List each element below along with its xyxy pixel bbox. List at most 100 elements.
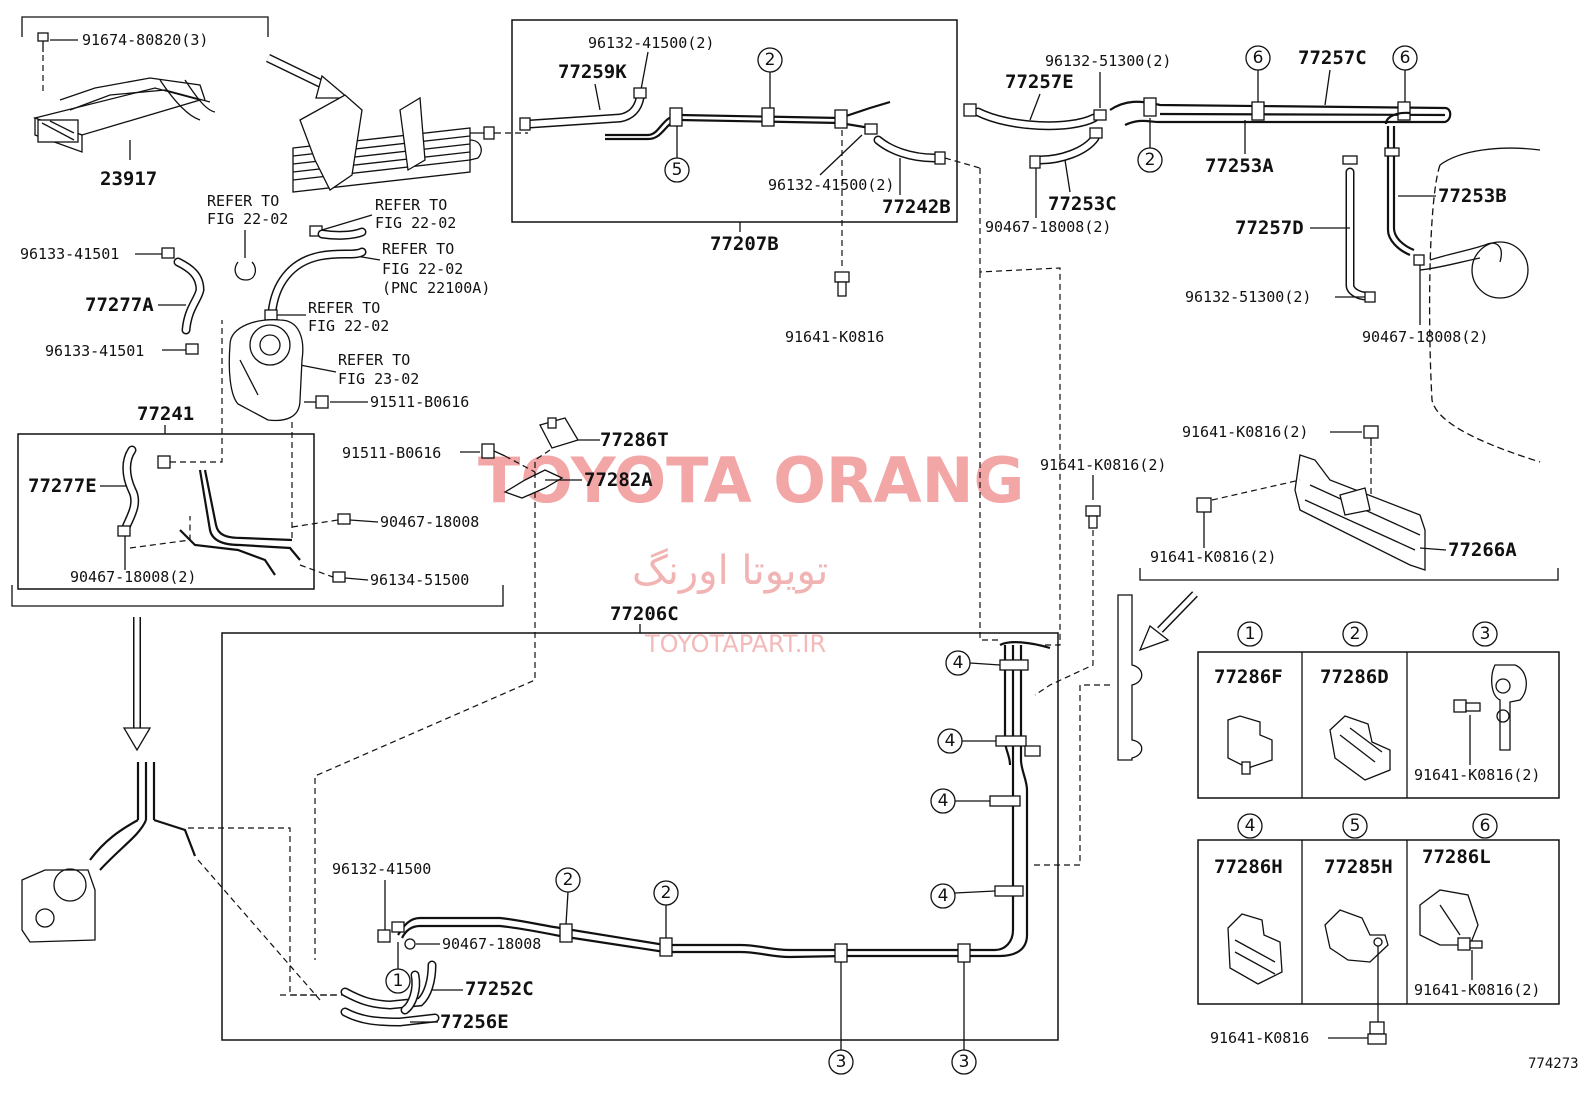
group-77257C: 96132-51300(2) 77257E 6 6 77257C 2 77253… [963, 45, 1541, 463]
group-77266A: 91641-K0816(2) 77266A 91641-K0816(2) [1139, 423, 1559, 581]
legend-circle-6 [1472, 813, 1498, 839]
svg-text:1: 1 [393, 971, 404, 991]
svg-text:2: 2 [765, 50, 776, 70]
refer-text: REFER TO [375, 196, 447, 214]
label-90467-18008-b: 90467-18008(2) [1362, 328, 1488, 346]
refer-text: FIG 22-02 [207, 210, 288, 228]
legend-bolt-6: 91641-K0816(2) [1414, 981, 1540, 999]
label-96132-51300-b: 96132-51300(2) [1185, 288, 1311, 306]
legend-circle-5 [1342, 813, 1368, 839]
label-90467-18008-e: 90467-18008 [442, 935, 541, 953]
svg-text:4: 4 [938, 791, 949, 811]
label-77277A: 77277A [85, 294, 154, 316]
label-77241: 77241 [137, 403, 194, 425]
label-91641-right-top: 91641-K0816(2) [1182, 423, 1308, 441]
bolt-icon [481, 443, 506, 459]
bolt-icon [1196, 497, 1212, 524]
svg-text:3: 3 [959, 1052, 970, 1072]
watermark-url: TOYOTAPART.IR [644, 630, 826, 658]
legend-part-77286D: 77286D [1320, 666, 1389, 688]
legend-part-77286F: 77286F [1214, 666, 1283, 688]
bracket-assembly [32, 77, 216, 153]
group-77207B: 96132-41500(2) 77259K 2 5 96132-41500(2)… [511, 19, 981, 255]
svg-text:6: 6 [1400, 48, 1411, 68]
bracket-plate [1117, 594, 1143, 761]
label-77253B: 77253B [1438, 185, 1507, 207]
svg-text:4: 4 [1245, 816, 1256, 836]
label-96132-41500-b: 96132-41500(2) [768, 176, 894, 194]
label-91641-bottom: 91641-K0816 [1210, 1029, 1309, 1047]
label-77257D: 77257D [1235, 217, 1304, 239]
group-77241: REFER TO FIG 22-02 REFER TO FIG 22-02 RE… [11, 192, 504, 607]
callout-3 [828, 1049, 854, 1075]
bolt-icon [1085, 505, 1101, 529]
label-77256E: 77256E [440, 1011, 509, 1033]
refer-text: FIG 22-02 [375, 214, 456, 232]
label-77257C: 77257C [1298, 47, 1367, 69]
label-77253A: 77253A [1205, 155, 1274, 177]
pump-installed-view [21, 762, 360, 1001]
watermark-farsi: تویوتا اورنگ [632, 548, 828, 594]
svg-text:5: 5 [1350, 816, 1361, 836]
arrow-icon [1138, 591, 1198, 652]
label-77207B: 77207B [710, 233, 779, 255]
clamp-legend: 1 2 3 77286F 77286D 91641-K0816(2) [1197, 621, 1560, 1022]
label-77266A: 77266A [1448, 539, 1517, 561]
label-91641-mid: 91641-K0816(2) [1040, 456, 1166, 474]
label-91511-b0616-b: 91511-B0616 [342, 444, 441, 462]
svg-text:2: 2 [1350, 624, 1361, 644]
legend-circle-3 [1472, 621, 1498, 647]
label-77206C: 77206C [610, 603, 679, 625]
legend-circle-1 [1237, 621, 1263, 647]
label-77286T: 77286T [600, 429, 669, 451]
label-96132-41500-c: 96132-41500 [332, 860, 431, 878]
bolt-icon [304, 395, 329, 409]
legend-bolt-3: 91641-K0816(2) [1414, 766, 1540, 784]
bolt-icon [37, 32, 49, 52]
clamp-icon [1227, 715, 1273, 775]
refer-text: REFER TO [338, 351, 410, 369]
svg-text:2: 2 [661, 883, 672, 903]
legend-part-77285H: 77285H [1324, 856, 1393, 878]
svg-text:5: 5 [672, 160, 683, 180]
label-77277E: 77277E [28, 475, 97, 497]
bolt-clamp-icon [1453, 664, 1527, 765]
svg-text:1: 1 [1245, 624, 1256, 644]
group-77206C: 77206C 4 4 4 4 2 2 [221, 603, 1059, 1075]
label-77252C: 77252C [465, 978, 534, 1000]
label-96132-51300-a: 96132-51300(2) [1045, 52, 1171, 70]
clamp-icon [1227, 913, 1283, 985]
bolt-icon [1363, 425, 1379, 446]
refer-text: FIG 22-02 [382, 260, 463, 278]
clamp-icon [1329, 715, 1391, 781]
legend-part-77286L: 77286L [1422, 846, 1491, 868]
label-90467-18008-a: 90467-18008(2) [985, 218, 1111, 236]
refer-text: FIG 23-02 [338, 370, 419, 388]
label-77259K: 77259K [558, 61, 627, 83]
refer-text: REFER TO [207, 192, 279, 210]
refer-text: FIG 22-02 [308, 317, 389, 335]
bolt-icon [834, 271, 850, 297]
label-77253C: 77253C [1048, 193, 1117, 215]
power-steering-pump [228, 319, 304, 422]
figure-number: 774273 [1528, 1056, 1579, 1072]
group-oil-cooler-bracket: 91674-80820(3) 23917 [21, 16, 269, 190]
label-96133-41501-b: 96133-41501 [45, 342, 144, 360]
refer-text: REFER TO [382, 240, 454, 258]
callout-3 [951, 1049, 977, 1075]
refer-text: (PNC 22100A) [382, 279, 490, 297]
label-90467-18008-d: 90467-18008 [380, 513, 479, 531]
group-77286T: 77286T 77282A 91511-B0616 [314, 417, 669, 960]
svg-text:4: 4 [945, 731, 956, 751]
oil-cooler [292, 94, 495, 193]
label-91511-b0616-a: 91511-B0616 [370, 393, 469, 411]
legend-circle-2 [1342, 621, 1368, 647]
legend-part-77286H: 77286H [1214, 856, 1283, 878]
svg-text:2: 2 [1145, 150, 1156, 170]
label-91641-top: 91641-K0816 [785, 328, 884, 346]
callout-4 [930, 883, 956, 909]
svg-text:3: 3 [836, 1052, 847, 1072]
svg-text:2: 2 [563, 870, 574, 890]
label-77242B: 77242B [882, 196, 951, 218]
